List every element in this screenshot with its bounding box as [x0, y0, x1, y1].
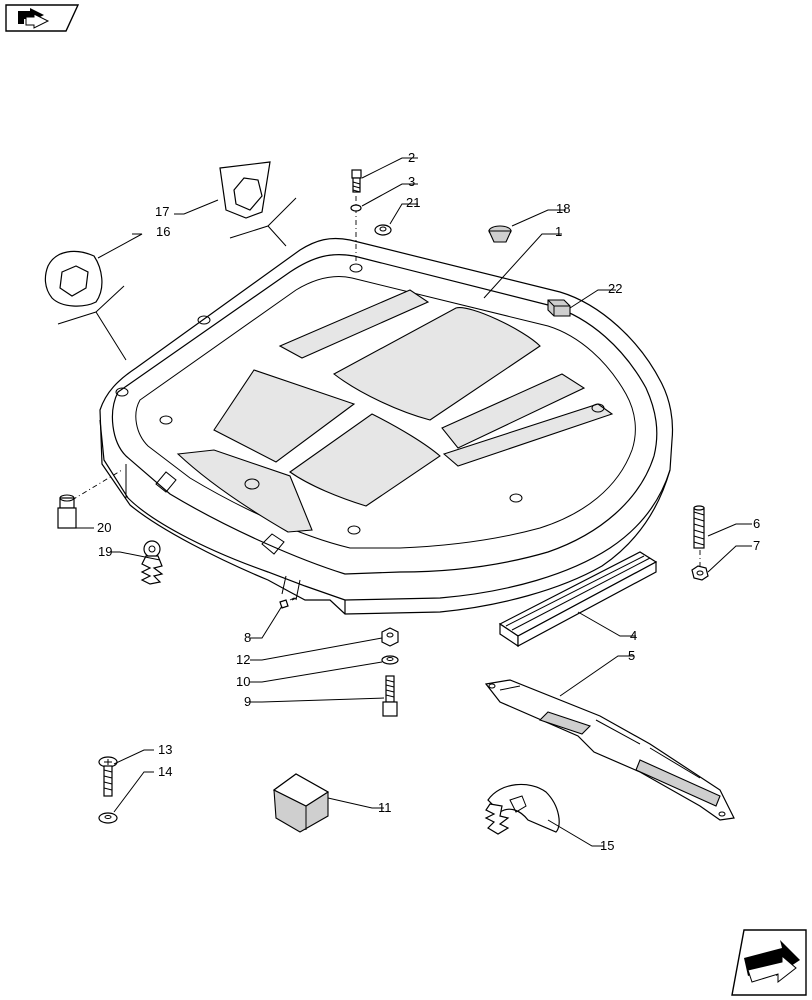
callout-20: 20: [97, 520, 111, 535]
callout-18: 18: [556, 201, 570, 216]
callout-labels: 2 3 21 18 1 22 17 16 20 19 6 7 4 5 8 12 …: [97, 150, 760, 853]
callout-21: 21: [406, 195, 420, 210]
roof-panel: [99, 237, 674, 615]
part-22-clip: [547, 299, 571, 317]
callout-10: 10: [236, 674, 250, 689]
part-16-label: [44, 250, 127, 361]
callout-5: 5: [628, 648, 635, 663]
callout-19: 19: [98, 544, 112, 559]
callout-13: 13: [158, 742, 172, 757]
part-9-bolt: [382, 675, 398, 717]
back-arrow-icon[interactable]: [5, 4, 80, 32]
part-8-screw: [279, 597, 297, 609]
part-3-washer: [350, 204, 362, 212]
part-13-screw: [98, 756, 118, 797]
callout-17: 17: [155, 204, 169, 219]
callout-9: 9: [244, 694, 251, 709]
callout-14: 14: [158, 764, 172, 779]
part-19-clip: [140, 540, 164, 585]
callout-15: 15: [600, 838, 614, 853]
part-14-washer: [98, 812, 118, 824]
part-21-washer: [374, 224, 392, 236]
part-18-cap: [488, 225, 512, 243]
callout-16: 16: [156, 224, 170, 239]
part-7-nut: [691, 565, 709, 581]
callout-8: 8: [244, 630, 251, 645]
part-6-stud: [693, 505, 705, 549]
callout-6: 6: [753, 516, 760, 531]
part-12-nut: [381, 627, 399, 647]
callout-4: 4: [630, 628, 637, 643]
part-11-cover: [272, 773, 330, 833]
callout-3: 3: [408, 174, 415, 189]
part-4-strip: [498, 551, 658, 648]
part-15-clip: [484, 783, 560, 835]
part-2-screw: [351, 169, 362, 193]
callout-2: 2: [408, 150, 415, 165]
callout-12: 12: [236, 652, 250, 667]
callout-7: 7: [753, 538, 760, 553]
part-20-spacer: [57, 494, 77, 529]
callout-22: 22: [608, 281, 622, 296]
callout-1: 1: [555, 224, 562, 239]
next-page-arrow-icon[interactable]: [731, 929, 807, 996]
part-17-label: [219, 161, 297, 247]
leader-lines: [76, 157, 752, 847]
part-5-rail: [484, 679, 735, 821]
callout-11: 11: [378, 800, 392, 815]
part-10-washer: [381, 655, 399, 665]
